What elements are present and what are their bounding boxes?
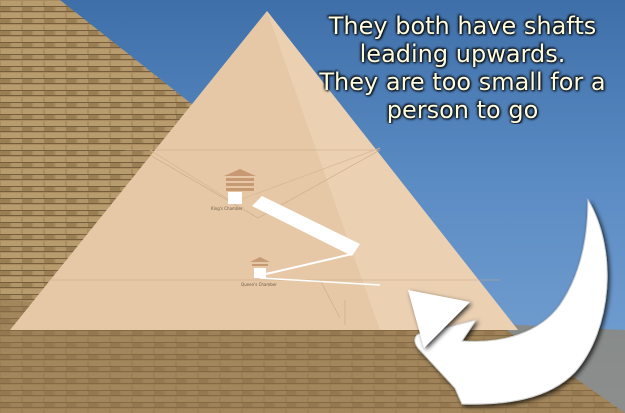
caption-line-1: They both have shafts bbox=[300, 12, 625, 40]
caption-line-4: person to go bbox=[300, 96, 625, 124]
caption-line-2: leading upwards. bbox=[300, 40, 625, 68]
caption: They both have shafts leading upwards. T… bbox=[300, 12, 625, 124]
caption-line-3: They are too small for a bbox=[300, 68, 625, 96]
